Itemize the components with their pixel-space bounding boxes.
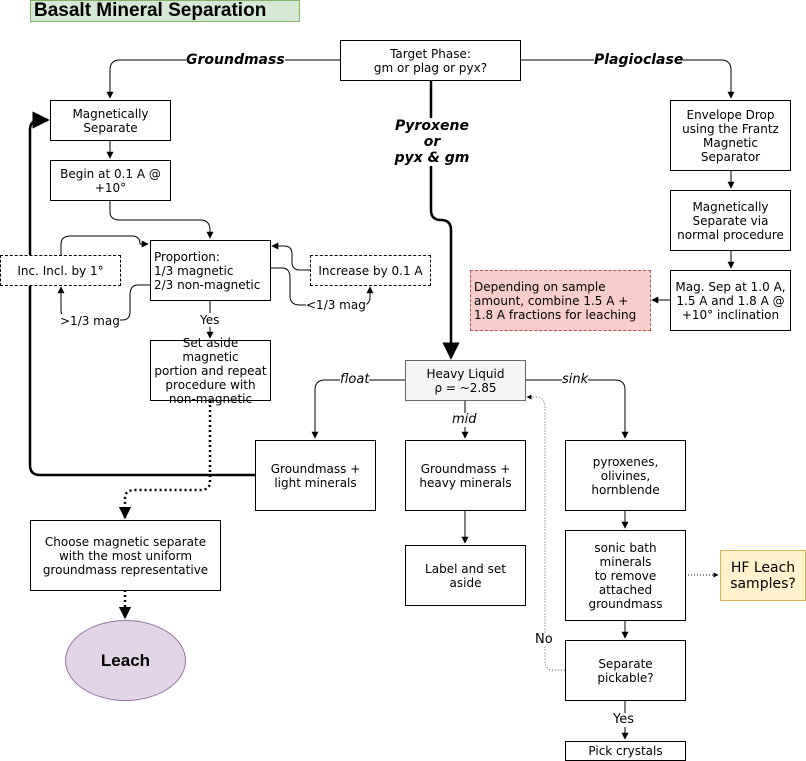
- magnetically-separate-box: Magnetically Separate: [50, 100, 171, 141]
- pick-crystals-box: Pick crystals: [565, 741, 686, 761]
- edge-label-pyroxene: Pyroxene or pyx & gm: [392, 118, 472, 166]
- label-set-aside-box: Label and set aside: [405, 545, 526, 606]
- groundmass-heavy-box: Groundmass + heavy minerals: [405, 440, 526, 511]
- edge-pickable-no-to-heavyliquid: [526, 394, 565, 671]
- edge-label-yes-proportion: Yes: [200, 313, 220, 327]
- edge-label-mid: mid: [452, 412, 477, 427]
- leach-ellipse: Leach: [65, 620, 186, 701]
- pyroxenes-box: pyroxenes, olivines, hornblende: [565, 440, 686, 511]
- edge-label-yes-pickable: Yes: [613, 712, 634, 727]
- diagram-title: Basalt Mineral Separation: [30, 0, 300, 22]
- edge-heavyliquid-sink: [525, 379, 629, 439]
- edge-begin-to-proportion: [109, 200, 214, 239]
- proportion-box: Proportion: 1/3 magnetic 2/3 non-magneti…: [150, 240, 271, 301]
- edge-label-gt-third-mag: >1/3 mag: [60, 314, 120, 328]
- edge-label-plagioclase: Plagioclase: [594, 52, 684, 68]
- edge-label-groundmass: Groundmass: [186, 52, 285, 68]
- edge-label-no: No: [535, 632, 553, 647]
- edge-target-to-heavyliquid: [429, 80, 460, 360]
- edge-increase-to-proportion: [271, 242, 310, 271]
- edge-target-to-envelope: [520, 59, 735, 99]
- sonic-bath-box: sonic bath minerals to remove attached g…: [565, 530, 686, 621]
- separate-pickable-box: Separate pickable?: [565, 640, 686, 701]
- inc-incl-box: Inc. Incl. by 1°: [0, 255, 121, 286]
- heavy-liquid-box: Heavy Liquid ρ = ~2.85: [405, 360, 526, 401]
- edge-incincl-to-proportion: [60, 235, 149, 255]
- set-aside-magnetic-box: Set aside magnetic portion and repeat pr…: [150, 336, 271, 406]
- edge-setaside-to-choose: [118, 400, 212, 520]
- edge-gmlight-to-magsep: [28, 111, 255, 477]
- edge-label-lt-third-mag: <1/3 mag: [306, 298, 366, 312]
- mag-sep-normal-box: Magnetically Separate via normal procedu…: [670, 190, 791, 251]
- edge-target-to-magsep: [106, 59, 340, 99]
- edge-label-float: float: [340, 372, 370, 387]
- hf-leach-box: HF Leach samples?: [720, 550, 806, 601]
- envelope-drop-box: Envelope Drop using the Frantz Magnetic …: [670, 100, 791, 171]
- edge-heavyliquid-float: [311, 379, 405, 439]
- mag-sep-amps-box: Mag. Sep at 1.0 A, 1.5 A and 1.8 A @ +10…: [670, 270, 791, 331]
- edge-label-sink: sink: [562, 372, 589, 387]
- target-phase-box: Target Phase: gm or plag or pyx?: [340, 40, 521, 81]
- combine-note-box: Depending on sample amount, combine 1.5 …: [470, 270, 651, 331]
- groundmass-light-box: Groundmass + light minerals: [255, 440, 376, 511]
- choose-magnetic-box: Choose magnetic separate with the most u…: [30, 520, 221, 591]
- increase-01a-box: Increase by 0.1 A: [310, 255, 431, 286]
- edge-proportion-to-increase: [270, 267, 374, 306]
- begin-01a-box: Begin at 0.1 A @ +10°: [50, 160, 171, 201]
